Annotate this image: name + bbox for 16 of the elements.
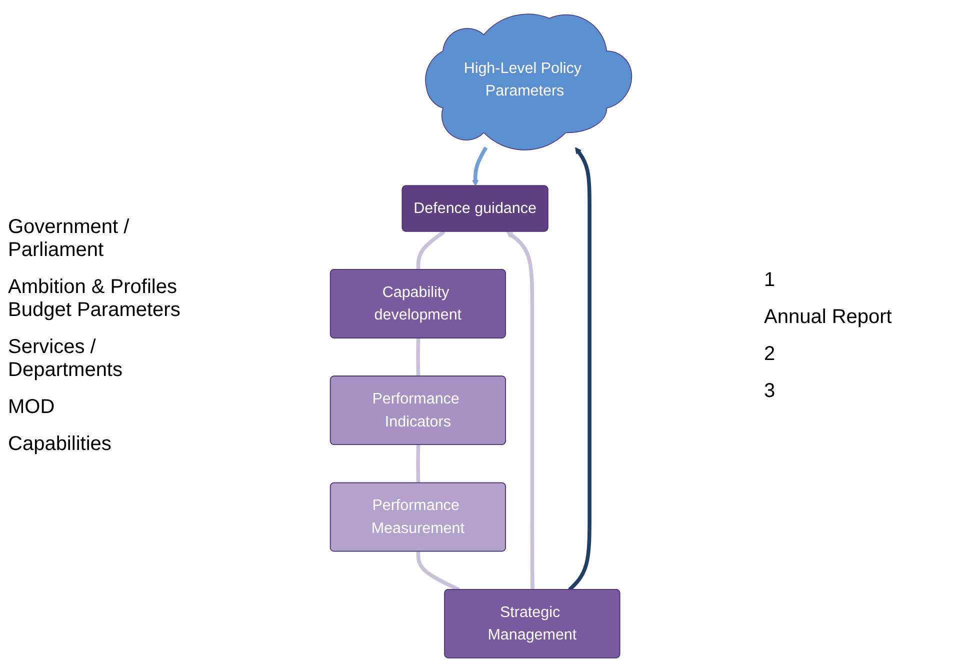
- connector: [416, 552, 460, 592]
- arrow: [472, 146, 488, 186]
- note-text: 1: [764, 269, 776, 292]
- note-text: Annual Report: [764, 306, 893, 329]
- note-text: Government / Parliament: [8, 216, 130, 262]
- connector: [416, 230, 446, 270]
- note-text: Services / Departments: [8, 336, 124, 382]
- note-text: MOD: [8, 396, 56, 419]
- arrow: [568, 147, 592, 592]
- connector: [416, 338, 420, 376]
- note-text: Ambition & Profiles Budget Parameters: [8, 276, 182, 322]
- note-text: 2: [764, 343, 776, 366]
- note-text: Capabilities: [8, 433, 112, 456]
- connector: [416, 444, 420, 484]
- arrow: [506, 231, 534, 590]
- note-text: 3: [764, 380, 776, 403]
